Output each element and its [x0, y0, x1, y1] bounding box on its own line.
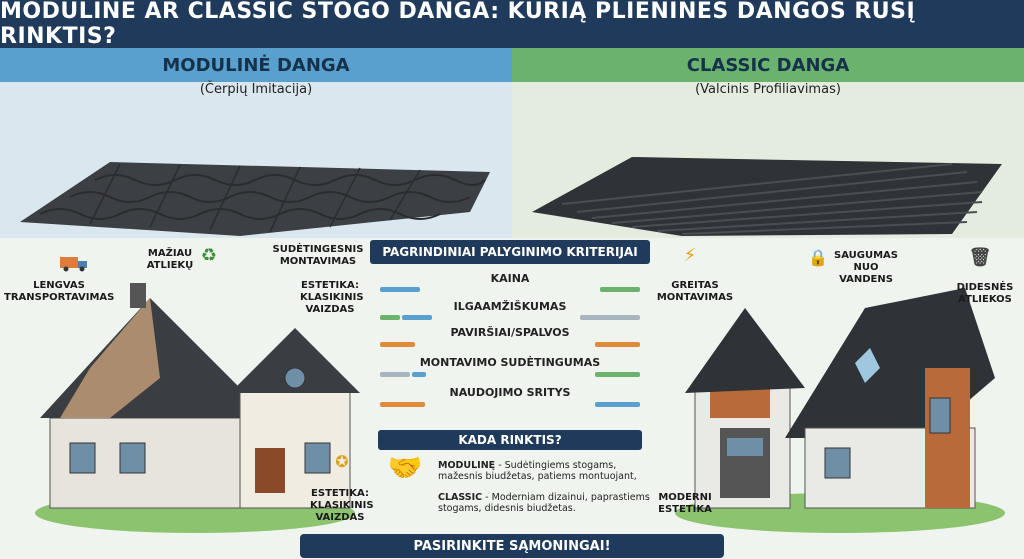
- handshake-icon: 🤝: [387, 451, 423, 484]
- lightning-icon: ⚡: [683, 245, 697, 266]
- criterion-name: ILGAAMŽIŠKUMAS: [453, 300, 567, 313]
- moduline-heading: MODULINĖ DANGA: [0, 48, 512, 82]
- page-title: MODULINĖ AR CLASSIC STOGO DANGA: KURIĄ P…: [0, 0, 1024, 49]
- tile-roof-house-illustration: [35, 283, 360, 533]
- when-heading: KADA RINKTIS?: [378, 430, 642, 450]
- criterion-name: MONTAVIMO SUDĖTINGUMAS: [419, 356, 601, 369]
- criterion-row: PAVIRŠIAI/SPALVOS: [380, 326, 640, 362]
- trash-icon: 🗑: [968, 247, 992, 268]
- award-icon: ✪: [335, 452, 349, 471]
- criterion-name: PAVIRŠIAI/SPALVOS: [450, 326, 570, 339]
- classic-panel: CLASSIC DANGA (Valcinis Profiliavimas): [512, 48, 1024, 238]
- label-light-transport: LENGVAS TRANSPORTAVIMAS: [4, 280, 115, 303]
- label-less-waste: MAŽIAU ATLIEKŲ: [146, 248, 194, 271]
- bar-moduline: [380, 287, 420, 292]
- label-water-safety: SAUGUMAS NUO VANDENS: [834, 250, 898, 285]
- metal-roof-house-illustration: [675, 288, 1005, 533]
- label-more-waste: DIDESNĖS ATLIEKOS: [956, 282, 1014, 305]
- label-complex-install: SUDĖTINGESNIS MONTAVIMAS: [272, 244, 364, 267]
- classic-heading: CLASSIC DANGA: [512, 48, 1024, 82]
- criterion-row: ILGAAMŽIŠKUMAS: [380, 300, 640, 336]
- criterion-row: MONTAVIMO SUDĖTINGUMAS: [380, 356, 640, 392]
- lock-icon: 🔒: [808, 248, 828, 267]
- bar-moduline-2: [402, 315, 432, 320]
- bar-moduline: [380, 342, 415, 347]
- label-aesthetic-top: ESTETIKA: KLASIKINIS VAIZDAS: [300, 280, 364, 315]
- when-moduline: MODULINĘ - Sudėtingiems stogams, mažesni…: [438, 460, 658, 482]
- criterion-row: KAINA: [380, 272, 640, 308]
- bar-moduline: [380, 315, 400, 320]
- bar-classic: [600, 287, 640, 292]
- bar-moduline-2: [412, 372, 426, 377]
- bar-moduline: [380, 372, 410, 377]
- criterion-row: NAUDOJIMO SRITYS: [380, 386, 640, 422]
- classic-subheading: (Valcinis Profiliavimas): [695, 82, 841, 97]
- recycle-icon: ♻: [200, 245, 218, 266]
- moduline-panel: MODULINĖ DANGA (Čerpių Imitacija): [0, 48, 512, 238]
- criterion-name: NAUDOJIMO SRITYS: [449, 386, 571, 399]
- bar-moduline: [380, 402, 425, 407]
- label-modern-aesthetic: MODERNI ESTETIKA: [658, 492, 712, 515]
- bar-classic: [595, 372, 640, 377]
- criteria-heading: PAGRINDINIAI PALYGINIMO KRITERIJAI: [370, 240, 650, 264]
- when-classic: CLASSIC - Moderniam dizainui, paprastiem…: [438, 492, 658, 514]
- footer-banner: PASIRINKITE SĄMONINGAI!: [300, 534, 724, 558]
- when-classic-text: - Moderniam dizainui, paprastiems stogam…: [438, 492, 650, 514]
- when-moduline-label: MODULINĘ: [438, 460, 496, 471]
- when-classic-label: CLASSIC: [438, 492, 483, 503]
- when-moduline-text: - Sudėtingiems stogams, mažesnis biudžet…: [438, 460, 637, 482]
- label-aesthetic-bottom: ESTETIKA: KLASIKINIS VAIZDAS: [310, 488, 374, 523]
- bar-classic: [580, 315, 640, 320]
- bar-classic: [595, 342, 640, 347]
- tile-roof-illustration: [20, 162, 490, 236]
- label-fast-install: GREITAS MONTAVIMAS: [656, 280, 734, 303]
- standing-seam-illustration: [532, 157, 1002, 236]
- truck-icon: [60, 254, 90, 272]
- moduline-subheading: (Čerpių Imitacija): [199, 82, 313, 97]
- bar-classic: [595, 402, 640, 407]
- criterion-name: KAINA: [490, 272, 530, 285]
